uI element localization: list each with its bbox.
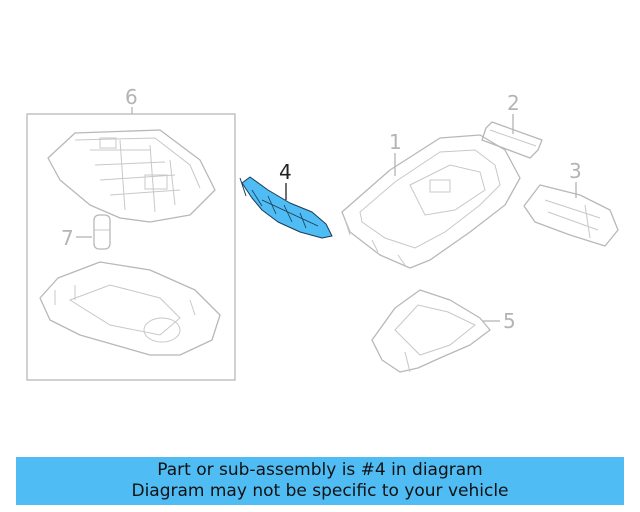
callout-2: 2 [507, 91, 520, 115]
part-5-trim-cover [371, 289, 491, 373]
part-7-bulb [93, 214, 111, 250]
callout-3: 3 [569, 159, 582, 183]
part-4-bracket-highlighted [239, 176, 333, 239]
part-3-switch-panel [523, 184, 619, 247]
callout-5: 5 [503, 309, 516, 333]
callout-7: 7 [61, 226, 74, 250]
notice-banner: Part or sub-assembly is #4 in diagram Di… [16, 457, 624, 505]
notice-line-1: Part or sub-assembly is #4 in diagram [157, 460, 483, 480]
part-2-small-lens [481, 121, 543, 159]
callout-1: 1 [389, 130, 402, 154]
callout-6: 6 [125, 85, 138, 109]
part-6-assembly-box [26, 113, 236, 381]
callout-4: 4 [279, 160, 292, 184]
notice-line-2: Diagram may not be specific to your vehi… [131, 481, 509, 501]
overhead-console-housing [47, 129, 216, 223]
part-1-console-frame [341, 134, 521, 269]
overhead-lamp-lens-panel [39, 261, 221, 356]
